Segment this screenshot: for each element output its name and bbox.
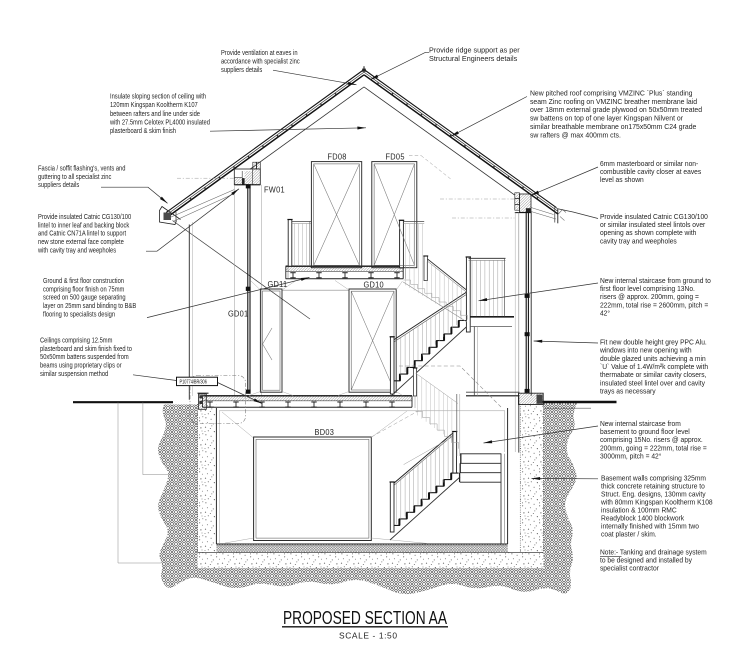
- svg-text:Provide ridge support as per: Provide ridge support as per: [429, 45, 520, 54]
- svg-text:FW01: FW01: [264, 185, 285, 194]
- svg-text:suppliers details: suppliers details: [38, 182, 80, 190]
- svg-text:similar breathable membrane on: similar breathable membrane on175x50mm C…: [530, 122, 696, 131]
- svg-text:thick concrete retaining struc: thick concrete retaining structure to: [601, 482, 705, 490]
- svg-text:6mm masterboard or similar non: 6mm masterboard or similar non-: [600, 160, 699, 168]
- svg-text:basement to ground floor level: basement to ground floor level: [600, 428, 690, 436]
- svg-text:risers @ approx. 200mm, going: risers @ approx. 200mm, going =: [600, 293, 699, 301]
- svg-text:Ceilings comprising 12.5mm: Ceilings comprising 12.5mm: [40, 337, 113, 345]
- svg-text:Provide insulated Catnic CG130: Provide insulated Catnic CG130/100: [600, 213, 708, 221]
- svg-text:and Catnic CN71A lintel to sup: and Catnic CN71A lintel to support: [38, 230, 126, 238]
- svg-text:GD10: GD10: [363, 280, 383, 289]
- svg-text:between rafters and line under: between rafters and line under side: [110, 110, 200, 118]
- svg-text:Fascia / soffit flashing's, ve: Fascia / soffit flashing's, vents and: [38, 165, 126, 173]
- svg-text:comprising 15No. risers @ appr: comprising 15No. risers @ approx.: [600, 436, 703, 444]
- svg-text:SCALE - 1:50: SCALE - 1:50: [339, 630, 397, 640]
- svg-text:flooring to specialists design: flooring to specialists design: [43, 311, 115, 319]
- svg-text:with 27.5mm Celotex PL4000 ins: with 27.5mm Celotex PL4000 insulated: [109, 119, 210, 127]
- svg-text:new stone external face comple: new stone external face complete: [38, 239, 124, 247]
- svg-text:42°: 42°: [600, 309, 610, 317]
- svg-text:suppliers details: suppliers details: [221, 67, 263, 75]
- svg-text:with 80mm Kingspan Kooltherm K: with 80mm Kingspan Kooltherm K108: [600, 498, 713, 506]
- svg-text:thermabate or similar cavity c: thermabate or similar cavity closers,: [600, 371, 706, 379]
- svg-text:insulation & 100mm RMC: insulation & 100mm RMC: [601, 506, 677, 514]
- svg-text:sw battens on top of one layer: sw battens on top of one layer Kingspan …: [530, 113, 684, 122]
- svg-text:lintel to inner leaf and backi: lintel to inner leaf and backing block: [38, 222, 130, 230]
- svg-text:to be designed and installed b: to be designed and installed by: [600, 556, 692, 564]
- svg-text:GD01: GD01: [228, 309, 248, 318]
- svg-text:Provide insulated Catnic CG130: Provide insulated Catnic CG130/100: [38, 213, 131, 221]
- svg-text:Ground & first floor construct: Ground & first floor construction: [43, 277, 124, 285]
- svg-text:New internal staircase from gr: New internal staircase from ground to: [600, 277, 711, 285]
- svg-text:insulated steel lintel over an: insulated steel lintel over and cavity: [600, 379, 705, 387]
- svg-text:Struct. Eng. designs, 130mm ca: Struct. Eng. designs, 130mm cavity: [601, 490, 706, 498]
- svg-text:BD03: BD03: [315, 428, 335, 437]
- svg-text:seam Zinc roofing on VMZINC br: seam Zinc roofing on VMZINC breather mem…: [530, 96, 697, 105]
- svg-text:screed on 500 gauge separating: screed on 500 gauge separating: [43, 294, 126, 302]
- svg-text:coat plaster / skim.: coat plaster / skim.: [601, 530, 657, 538]
- svg-text:double glazed units achieving: double glazed units achieving a min: [600, 354, 706, 362]
- svg-text:GD11: GD11: [268, 280, 288, 289]
- svg-text:specialist contractor: specialist contractor: [600, 564, 660, 572]
- svg-text:windows into new opening with: windows into new opening with: [599, 346, 692, 354]
- svg-text:3000mm, pitch = 42°: 3000mm, pitch = 42°: [600, 452, 662, 460]
- svg-text:first floor level comprising 1: first floor level comprising 13No.: [600, 285, 695, 293]
- svg-text:Readyblock 1400 blockwork: Readyblock 1400 blockwork: [601, 514, 684, 522]
- svg-text:120mm Kingspan Kooltherm K107: 120mm Kingspan Kooltherm K107: [110, 102, 198, 110]
- svg-text:Fit new double height grey PPC: Fit new double height grey PPC Alu.: [600, 338, 707, 346]
- svg-text:opening as shown complete with: opening as shown complete with: [600, 229, 696, 237]
- svg-text:combustible cavity closer at e: combustible cavity closer at eaves: [600, 168, 702, 176]
- svg-text:beams using proprietary clips: beams using proprietary clips or: [40, 362, 122, 370]
- svg-text:comprising floor finish on 75m: comprising floor finish on 75mm: [43, 286, 125, 294]
- svg-text:accordance with specialist zin: accordance with specialist zinc: [221, 58, 300, 66]
- svg-text:FD05: FD05: [386, 152, 405, 161]
- svg-text:internally finished with 15mm: internally finished with 15mm two: [601, 522, 699, 530]
- svg-text:Note:- Tanking and drainage sy: Note:- Tanking and drainage system: [600, 548, 707, 556]
- svg-text:layer on 25mm sand blinding to: layer on 25mm sand blinding to B&B: [43, 303, 137, 311]
- svg-text:New pitched roof comprising VM: New pitched roof comprising VMZINC `Plus…: [530, 88, 693, 97]
- svg-text:Structural Engineers details: Structural Engineers details: [429, 54, 518, 63]
- svg-text:sw rafters @ max 400mm cts.: sw rafters @ max 400mm cts.: [530, 130, 621, 139]
- svg-text:Provide ventilation at eaves i: Provide ventilation at eaves in: [221, 49, 298, 57]
- svg-text:cavity tray and weepholes: cavity tray and weepholes: [600, 237, 677, 245]
- svg-text:50x50mm battens suspended from: 50x50mm battens suspended from: [40, 354, 129, 362]
- svg-text:or similar insulated steel lin: or similar insulated steel lintols over: [600, 221, 706, 229]
- svg-text:Basement walls comprising 325m: Basement walls comprising 325mm: [601, 474, 706, 482]
- svg-text:200mm, going = 222mm, total ri: 200mm, going = 222mm, total rise =: [600, 444, 707, 452]
- svg-text:plasterboard & skim finish: plasterboard & skim finish: [110, 128, 176, 136]
- svg-text:over 18mm external grade plywo: over 18mm external grade plywood on 50x5…: [530, 105, 702, 114]
- svg-text:PROPOSED SECTION AA: PROPOSED SECTION AA: [283, 607, 447, 628]
- svg-text:trays as necessary: trays as necessary: [600, 387, 656, 395]
- svg-text:level as shown: level as shown: [600, 176, 644, 184]
- svg-text:FD08: FD08: [327, 152, 346, 161]
- svg-text:New internal staircase from: New internal staircase from: [600, 420, 681, 428]
- svg-text:`U` Value of 1.4W/m²k complete: `U` Value of 1.4W/m²k complete with: [600, 363, 708, 371]
- svg-text:222mm, total rise = 2600mm, pi: 222mm, total rise = 2600mm, pitch =: [600, 301, 708, 309]
- svg-text:Insulate sloping section of ce: Insulate sloping section of ceiling with: [110, 93, 206, 101]
- svg-text:P10774/BR/306: P10774/BR/306: [179, 379, 207, 385]
- svg-text:guttering to all specialist zi: guttering to all specialist zinc: [38, 173, 112, 181]
- svg-text:with cavity tray and weepholes: with cavity tray and weepholes: [37, 247, 117, 255]
- svg-text:similar suspension method: similar suspension method: [40, 370, 108, 378]
- svg-text:plasterboard and skim finish f: plasterboard and skim finish fixed to: [40, 345, 132, 353]
